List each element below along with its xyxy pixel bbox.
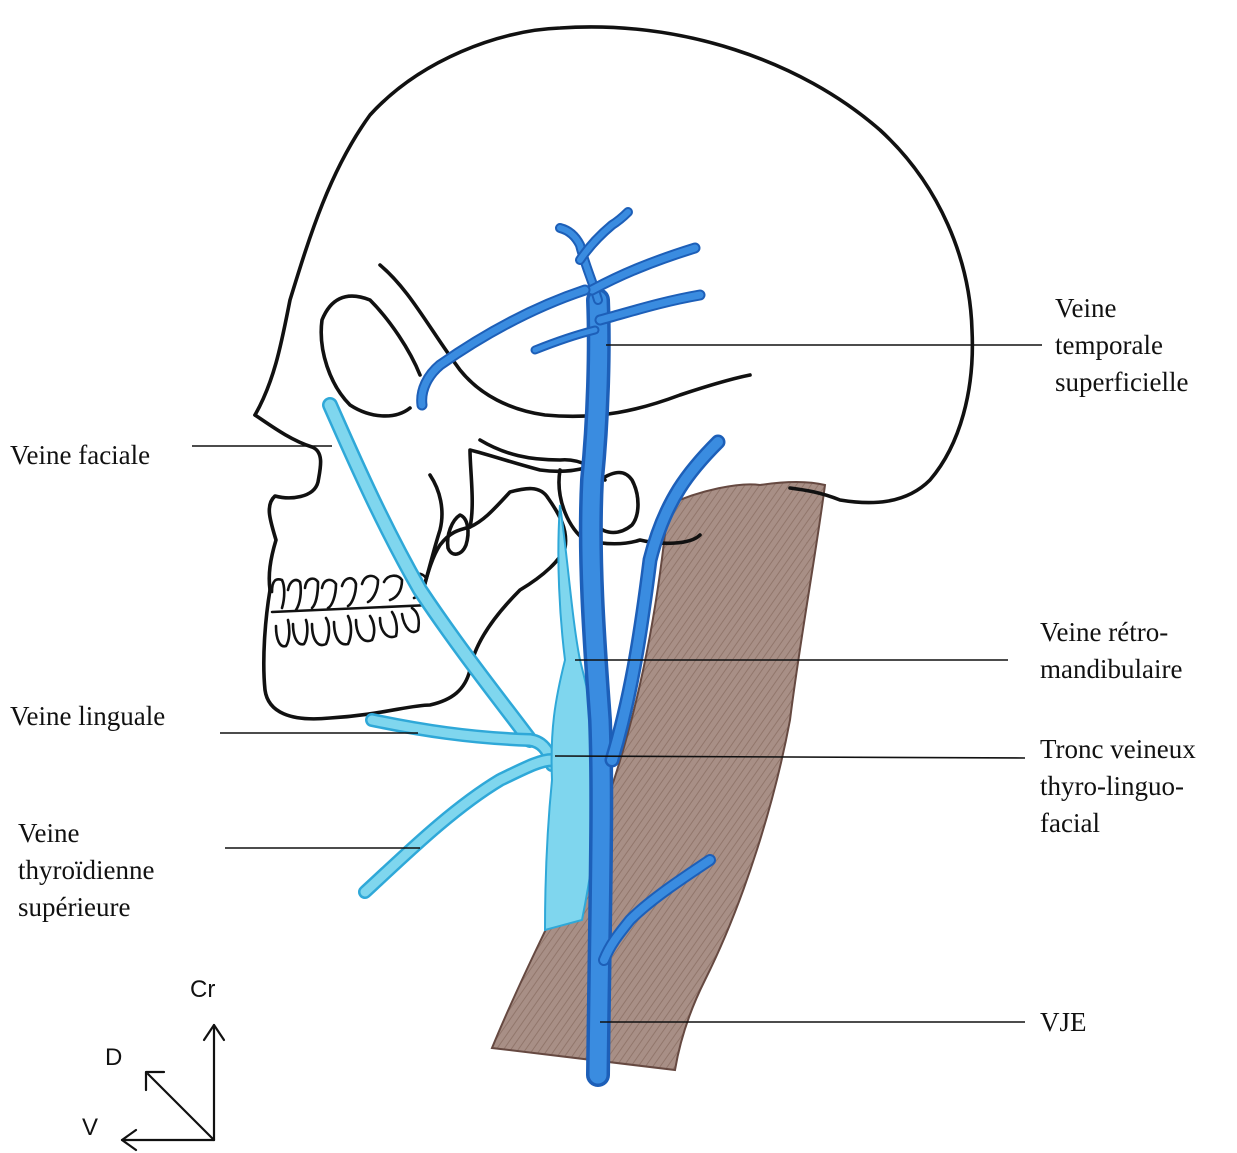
label-veine-linguale: Veine linguale (10, 698, 165, 735)
label-line: Veine linguale (10, 701, 165, 731)
muscle-band (492, 482, 825, 1070)
orientation-arrows (122, 1025, 224, 1150)
label-line: mandibulaire (1040, 651, 1182, 688)
label-line: thyro-linguo- (1040, 768, 1196, 805)
label-line: Veine faciale (10, 440, 150, 470)
label-tronc-veineux: Tronc veineux thyro-linguo- facial (1040, 731, 1196, 842)
label-line: superficielle (1055, 364, 1188, 401)
label-line: temporale (1055, 327, 1188, 364)
orientation-cranial-label: Cr (190, 976, 215, 1004)
label-line: Veine rétro- (1040, 614, 1182, 651)
teeth (272, 574, 430, 647)
label-line: Veine (1055, 290, 1188, 327)
label-line: facial (1040, 805, 1196, 842)
label-line: thyroïdienne (18, 852, 154, 889)
orientation-dorsal-label: D (105, 1044, 122, 1072)
label-line: Tronc veineux (1040, 731, 1196, 768)
label-line: Veine (18, 815, 154, 852)
label-veine-faciale: Veine faciale (10, 437, 150, 474)
label-vje: VJE (1040, 1004, 1087, 1041)
label-veine-retro-mandibulaire: Veine rétro- mandibulaire (1040, 614, 1182, 688)
skull-outline (255, 27, 972, 719)
label-veine-temporale-superficielle: Veine temporale superficielle (1055, 290, 1188, 401)
label-line: supérieure (18, 889, 154, 926)
orientation-ventral-label: V (82, 1114, 98, 1142)
label-veine-thyroidienne-superieure: Veine thyroïdienne supérieure (18, 815, 154, 926)
label-line: VJE (1040, 1007, 1087, 1037)
